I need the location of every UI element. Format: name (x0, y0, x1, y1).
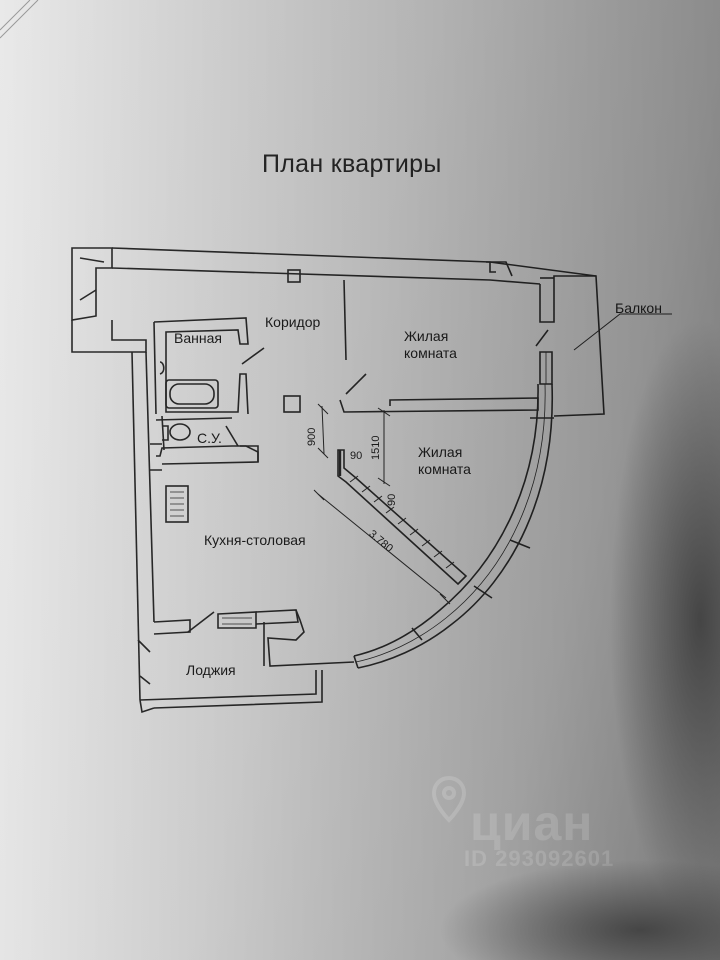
dimension-label-90-diag: 90 (386, 493, 398, 506)
dimension-label-900: 900 (306, 427, 318, 446)
location-pin-icon (432, 776, 466, 823)
bathroom-door (241, 347, 265, 365)
outer-wall-left-top (71, 320, 147, 353)
living-room-1-bottom-wall (339, 397, 539, 413)
outer-wall-top-inner (111, 267, 541, 285)
wall-segment (150, 443, 162, 471)
outer-wall-left-inner (145, 351, 155, 623)
balcony-door (535, 329, 549, 347)
stove-grill (170, 491, 184, 517)
bathtub-inner (169, 383, 215, 405)
outer-wall-corner (71, 247, 113, 321)
loggia-window (217, 611, 257, 629)
wall-pier (287, 269, 301, 283)
kitchen-lower-wall (267, 609, 355, 667)
loggia-wall-left (153, 619, 191, 635)
room-label-balcony: Балкон (615, 300, 662, 316)
room-label-kitchen: Кухня-столовая (204, 532, 306, 548)
wall-hatch (79, 257, 105, 301)
loggia-outer-wall-2 (153, 670, 323, 709)
loggia-wall-right (255, 609, 299, 625)
paper-edge (0, 0, 31, 31)
watermark-id: ID 293092601 (464, 846, 615, 871)
toilet-wall-block (240, 445, 259, 462)
sink (159, 361, 165, 375)
loggia-door (187, 611, 215, 633)
dimension-line-900 (321, 405, 325, 455)
loggia-corner (139, 699, 155, 714)
bathroom-left-wall (153, 321, 157, 415)
corridor-wall (343, 279, 347, 361)
outer-wall-left (131, 351, 141, 701)
toilet-door (225, 425, 239, 447)
room-label-living-room-2: Жилая комната (418, 444, 471, 477)
outer-wall-top (111, 247, 597, 277)
room-label-living-room-1: Жилая комната (404, 328, 457, 361)
toilet-bowl (169, 423, 191, 441)
room-label-toilet: С.У. (197, 430, 222, 446)
living-room-1-door (345, 373, 367, 395)
loggia-window-pane (222, 617, 252, 625)
dimension-label-1510: 1510 (370, 435, 382, 460)
curved-wall-inner (353, 383, 539, 657)
balcony-outline (539, 275, 605, 417)
room-label-corridor: Коридор (265, 314, 321, 330)
paper-edge (0, 0, 39, 39)
balcony-leader (573, 313, 672, 351)
watermark-brand: циан (470, 795, 594, 851)
room-label-loggia: Лоджия (186, 662, 236, 678)
column (283, 395, 301, 413)
dimension-label-90-top: 90 (350, 450, 363, 462)
toilet-left-wall (161, 415, 165, 451)
curved-wall-outer (357, 383, 554, 669)
room-label-bathroom: Ванная (174, 330, 222, 346)
partition-hatch (349, 475, 455, 569)
